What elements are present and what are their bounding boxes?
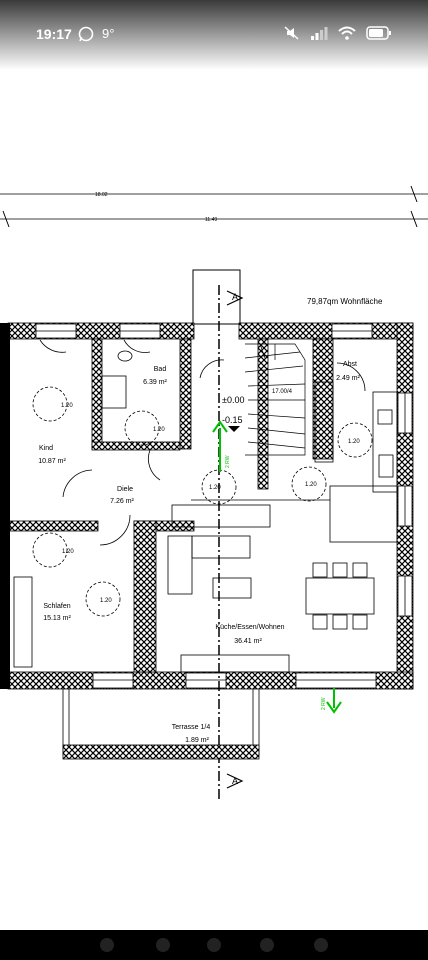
room-diele: Diele 7.26 m² [110,486,134,505]
stair-label: 17.00/4 [272,389,293,395]
svg-text:1.89 m²: 1.89 m² [185,737,209,744]
svg-text:A: A [232,776,238,786]
room-abst: Abst 2.49 m² [336,361,360,382]
wifi-icon [338,26,356,40]
svg-text:1.20: 1.20 [100,598,112,604]
svg-text:Küche/Essen/Wohnen: Küche/Essen/Wohnen [215,624,284,631]
svg-text:2 RW: 2 RW [321,697,327,710]
room-terrasse: Terrasse 1/4 1.89 m² [172,724,211,744]
svg-text:Kind: Kind [39,445,53,452]
svg-text:±0.00: ±0.00 [222,395,244,405]
nav-bar [0,930,428,960]
windows [35,323,413,689]
door-radius-labels: 1.20 1.20 1.20 1.20 1.20 1.20 1.20 [61,403,360,604]
svg-text:Schlafen: Schlafen [43,603,70,610]
room-schlafen: Schlafen 15.13 m² [43,603,71,622]
room-lines [13,350,398,673]
area-total-label: 79,87qm Wohnfläche [307,297,383,306]
svg-text:Diele: Diele [117,486,133,493]
svg-text:2 RW: 2 RW [225,455,231,468]
battery-icon [366,26,391,40]
svg-text:6.39 m²: 6.39 m² [143,379,167,386]
nav-dot[interactable] [207,938,221,952]
dimension-second-label: 11.49 [205,217,217,223]
nav-dot[interactable] [156,938,170,952]
svg-text:1.20: 1.20 [305,482,317,488]
rwl-arrows: 2 RW 2 RW [212,420,342,714]
stair-treads [244,343,306,456]
section-line: A A [218,285,244,800]
image-viewer[interactable]: 18.02 11.49 79,87qm Wohnfläche [0,70,428,930]
svg-text:A: A [232,292,238,302]
svg-text:36.41 m²: 36.41 m² [234,638,262,645]
nav-dot[interactable] [314,938,328,952]
room-labels: Bad 6.39 m² Kind 10.87 m² Diele 7.26 m² Sch… [38,361,360,744]
room-kind: Kind 10.87 m² [38,445,66,465]
door-arcs [39,339,366,546]
svg-text:-0.15: -0.15 [222,415,243,425]
floor-plan-drawing[interactable]: 18.02 11.49 79,87qm Wohnfläche [0,70,428,930]
svg-text:1.20: 1.20 [61,403,73,409]
room-kueche: Küche/Essen/Wohnen 36.41 m² [215,624,284,645]
nav-dot[interactable] [260,938,274,952]
level-markers: ±0.00 -0.15 [222,395,244,432]
dimension-line-second: 11.49 [0,210,428,228]
svg-text:15.13 m²: 15.13 m² [43,615,71,622]
status-time: 19:17 [36,26,72,42]
kitchen-counter [377,409,394,478]
signal-icon [311,27,328,40]
svg-text:1.20: 1.20 [62,549,74,555]
room-bad: Bad 6.39 m² [143,366,167,386]
terrace [62,688,260,760]
dimension-line-top: 18.02 [0,185,428,203]
svg-text:Terrasse 1/4: Terrasse 1/4 [172,724,211,731]
mute-icon [284,26,299,40]
status-bar: 19:17 9° [0,0,428,70]
svg-text:1.20: 1.20 [348,439,360,445]
svg-text:Bad: Bad [154,366,167,373]
svg-text:1.20: 1.20 [153,427,165,433]
svg-text:7.26 m²: 7.26 m² [110,498,134,505]
dimension-top-label: 18.02 [95,192,108,198]
interior-walls [9,338,334,673]
svg-text:10.87 m²: 10.87 m² [38,458,66,465]
svg-text:1.20: 1.20 [209,485,221,491]
whatsapp-icon [78,26,94,42]
nav-dot[interactable] [100,938,114,952]
svg-text:Abst: Abst [343,361,357,368]
status-temperature: 9° [102,26,115,41]
svg-text:2.49 m²: 2.49 m² [336,375,360,382]
dining-table [305,562,375,630]
